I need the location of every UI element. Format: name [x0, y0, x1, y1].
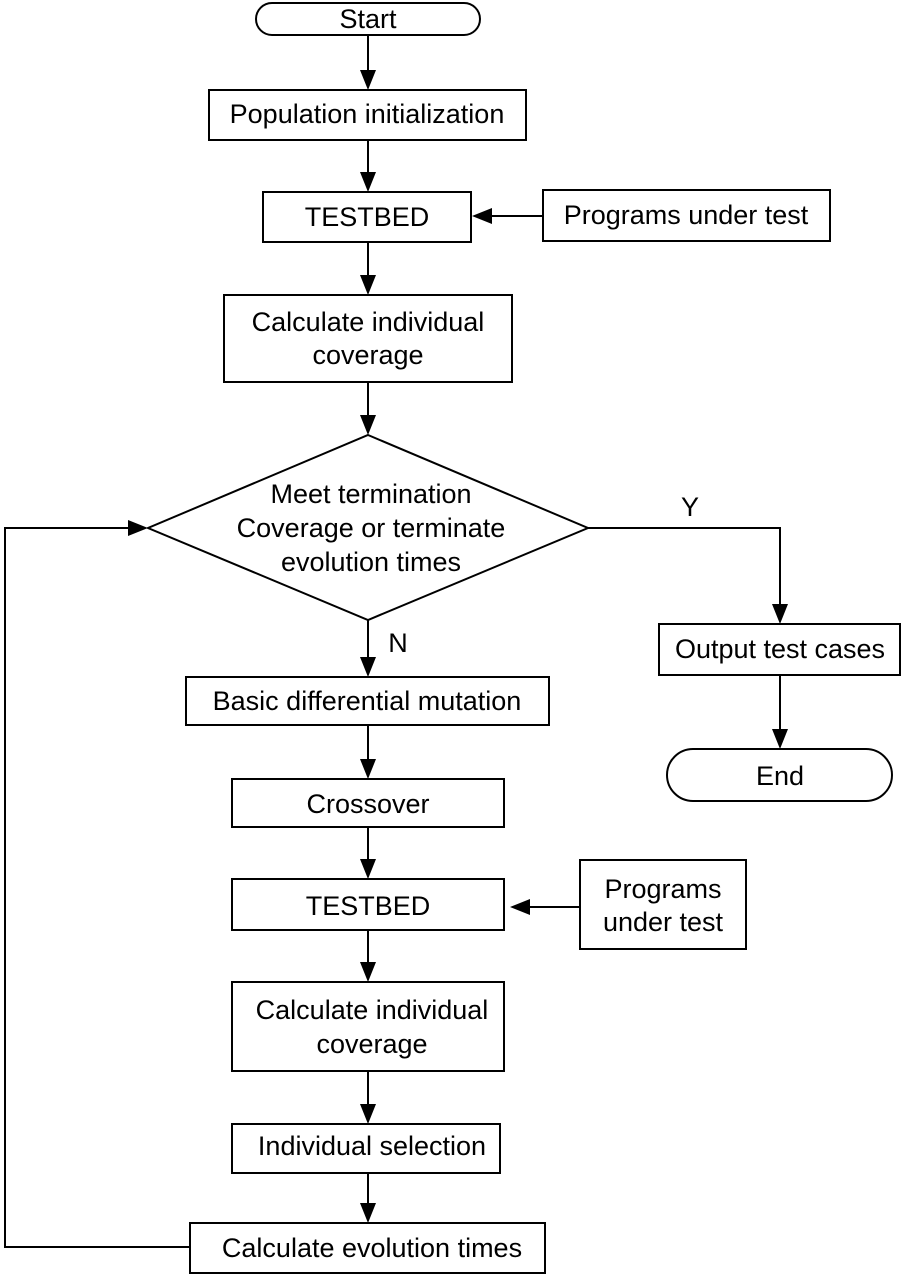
testbed-box-2: TESTBED — [231, 878, 505, 931]
programs-under-test-label-1: Programs under test — [564, 200, 809, 230]
arrowhead-loop — [128, 520, 148, 536]
arrowhead-calc2 — [360, 962, 376, 982]
calculate-coverage-line1-1: Calculate individual — [252, 307, 485, 337]
calculate-coverage-box-1: Calculate individual coverage — [223, 294, 513, 383]
arrowhead-testbed1-side — [472, 208, 492, 224]
termination-decision: Meet termination Coverage or terminate e… — [145, 433, 591, 622]
no-label: N — [388, 628, 408, 658]
programs-under-test-box-1: Programs under test — [542, 189, 831, 242]
programs-under-test-box-2: Programs under test — [579, 859, 747, 950]
arrowhead-mutation — [360, 657, 376, 677]
basic-differential-mutation-label: Basic differential mutation — [213, 686, 522, 716]
connectors — [4, 35, 781, 1248]
calculate-coverage-box-2: Calculate individual coverage — [231, 981, 505, 1072]
arrowhead-output — [772, 604, 788, 624]
calculate-evolution-times-box: Calculate evolution times — [189, 1222, 546, 1274]
arrowhead-evo — [360, 1203, 376, 1223]
calculate-coverage-line2-2: coverage — [316, 1029, 427, 1059]
programs-under-test-line1-2: Programs — [604, 874, 721, 904]
start-node: Start — [255, 2, 481, 36]
arrowhead-crossover — [360, 759, 376, 779]
output-test-cases-label: Output test cases — [675, 634, 885, 664]
population-initialization-box: Population initialization — [208, 89, 527, 141]
output-test-cases-box: Output test cases — [658, 623, 901, 676]
arrowhead-selection — [360, 1104, 376, 1124]
crossover-label: Crossover — [306, 789, 429, 819]
arrowhead-end — [772, 729, 788, 749]
calculate-coverage-line1-2: Calculate individual — [256, 995, 489, 1025]
arrowheads — [128, 70, 788, 1223]
start-label: Start — [339, 4, 397, 34]
arrowhead-testbed2-side — [510, 899, 530, 915]
arrowhead-testbed2-top — [360, 859, 376, 879]
basic-differential-mutation-box: Basic differential mutation — [185, 676, 550, 726]
arrowhead-testbed1-top — [360, 172, 376, 192]
arrowhead-calc1 — [360, 275, 376, 295]
calculate-evolution-times-label: Calculate evolution times — [222, 1233, 522, 1263]
testbed-label-1: TESTBED — [305, 202, 430, 232]
decision-line2: Coverage or terminate — [237, 513, 506, 543]
testbed-label-2: TESTBED — [306, 891, 431, 921]
population-initialization-label: Population initialization — [230, 99, 505, 129]
testbed-box-1: TESTBED — [262, 191, 472, 243]
crossover-box: Crossover — [231, 778, 505, 828]
end-node: End — [666, 748, 893, 802]
end-label: End — [756, 761, 804, 791]
decision-line3: evolution times — [281, 547, 461, 577]
decision-line1: Meet termination — [270, 479, 471, 509]
edge-loop-back — [4, 527, 190, 1248]
arrowhead-init — [360, 70, 376, 90]
individual-selection-label: Individual selection — [258, 1131, 486, 1161]
arrowhead-decision-top — [360, 415, 376, 435]
individual-selection-box: Individual selection — [231, 1123, 501, 1174]
yes-label: Y — [681, 492, 699, 522]
programs-under-test-line2-2: under test — [603, 907, 724, 937]
calculate-coverage-line2-1: coverage — [312, 340, 423, 370]
edge-decision-yes — [588, 527, 781, 610]
